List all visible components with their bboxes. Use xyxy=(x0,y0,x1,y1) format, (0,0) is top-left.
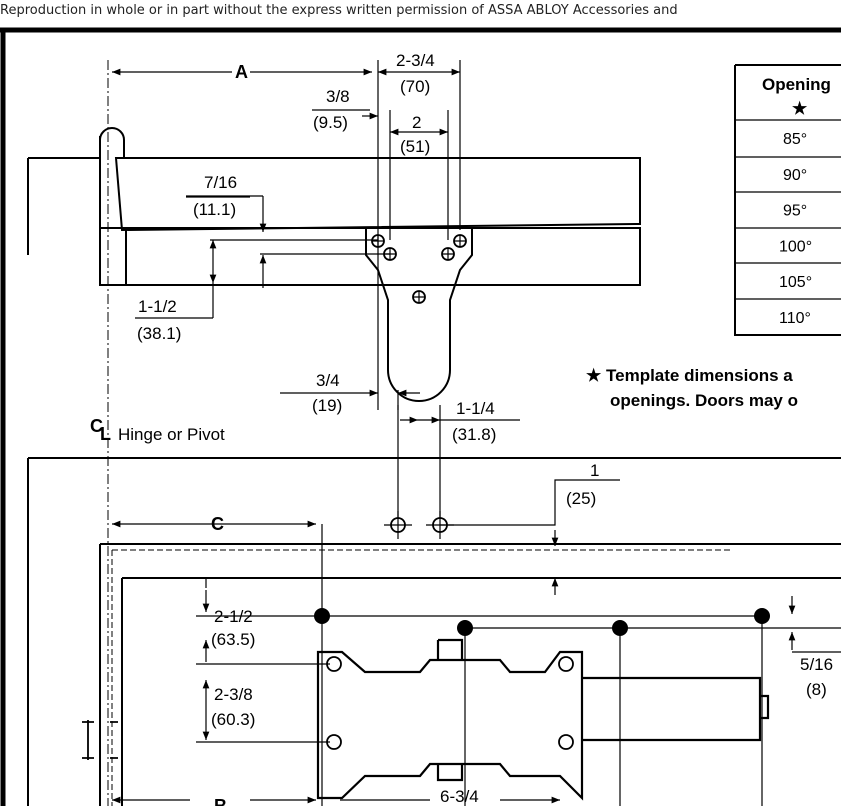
dim-1: 1 xyxy=(590,461,599,480)
dim-9-5: (9.5) xyxy=(313,113,348,132)
dim-6-3-4: 6-3/4 xyxy=(440,787,479,806)
dim-25: (25) xyxy=(566,489,596,508)
dim-70: (70) xyxy=(400,77,430,96)
dim-2-1-2: 2-1/2 xyxy=(214,607,253,626)
dim-2-3-8: 2-3/8 xyxy=(214,685,253,704)
opening-table xyxy=(734,64,841,336)
dim-c-label: C xyxy=(211,514,224,534)
table-row-opening: 85° xyxy=(783,131,807,148)
table-row-opening: 105° xyxy=(779,274,812,291)
dim-11-1: (11.1) xyxy=(193,200,236,219)
table-header-star-icon: ★ xyxy=(792,99,808,118)
table-row-opening: 90° xyxy=(783,167,807,184)
dim-2-3-4: 2-3/4 xyxy=(396,51,435,70)
dim-31-8: (31.8) xyxy=(452,425,496,444)
note-line-2: openings. Doors may o xyxy=(610,391,798,410)
closer-body xyxy=(316,638,770,801)
dim-8: (8) xyxy=(806,680,827,699)
centerline-c-icon: C xyxy=(90,416,103,436)
dim-2: 2 xyxy=(412,113,421,132)
dim-38-1: (38.1) xyxy=(137,324,181,343)
dim-3-4: 3/4 xyxy=(316,371,340,390)
table-header: Opening xyxy=(762,75,831,94)
dim-b-label: B xyxy=(214,796,227,806)
top-view xyxy=(27,127,641,402)
dim-5-16: 5/16 xyxy=(800,655,833,674)
dim-1-1-2-top: 1-1/2 xyxy=(138,297,177,316)
table-row-opening: 95° xyxy=(783,203,807,220)
table-row-opening: 100° xyxy=(779,238,812,255)
table-rows: 85° 90° 95° 100° 105° 110° xyxy=(779,131,812,327)
table-row-opening: 110° xyxy=(779,310,811,327)
centerline-l-icon: L xyxy=(100,424,111,444)
dim-51: (51) xyxy=(400,137,430,156)
note-line-1: Template dimensions a xyxy=(606,366,793,385)
dim-7-16: 7/16 xyxy=(204,173,237,192)
dim-60-3: (60.3) xyxy=(211,710,255,729)
dim-a-label: A xyxy=(235,62,248,82)
dim-63-5: (63.5) xyxy=(211,630,255,649)
dim-3-8: 3/8 xyxy=(326,87,350,106)
dim-1-1-4: 1-1/4 xyxy=(456,399,495,418)
note-star-icon: ★ xyxy=(586,366,602,385)
dim-19: (19) xyxy=(312,396,342,415)
hinge-label: Hinge or Pivot xyxy=(118,425,225,444)
bottom-view xyxy=(27,457,841,806)
copyright-notice: Reproduction in whole or in part without… xyxy=(0,3,678,18)
frame-holes xyxy=(314,608,770,636)
